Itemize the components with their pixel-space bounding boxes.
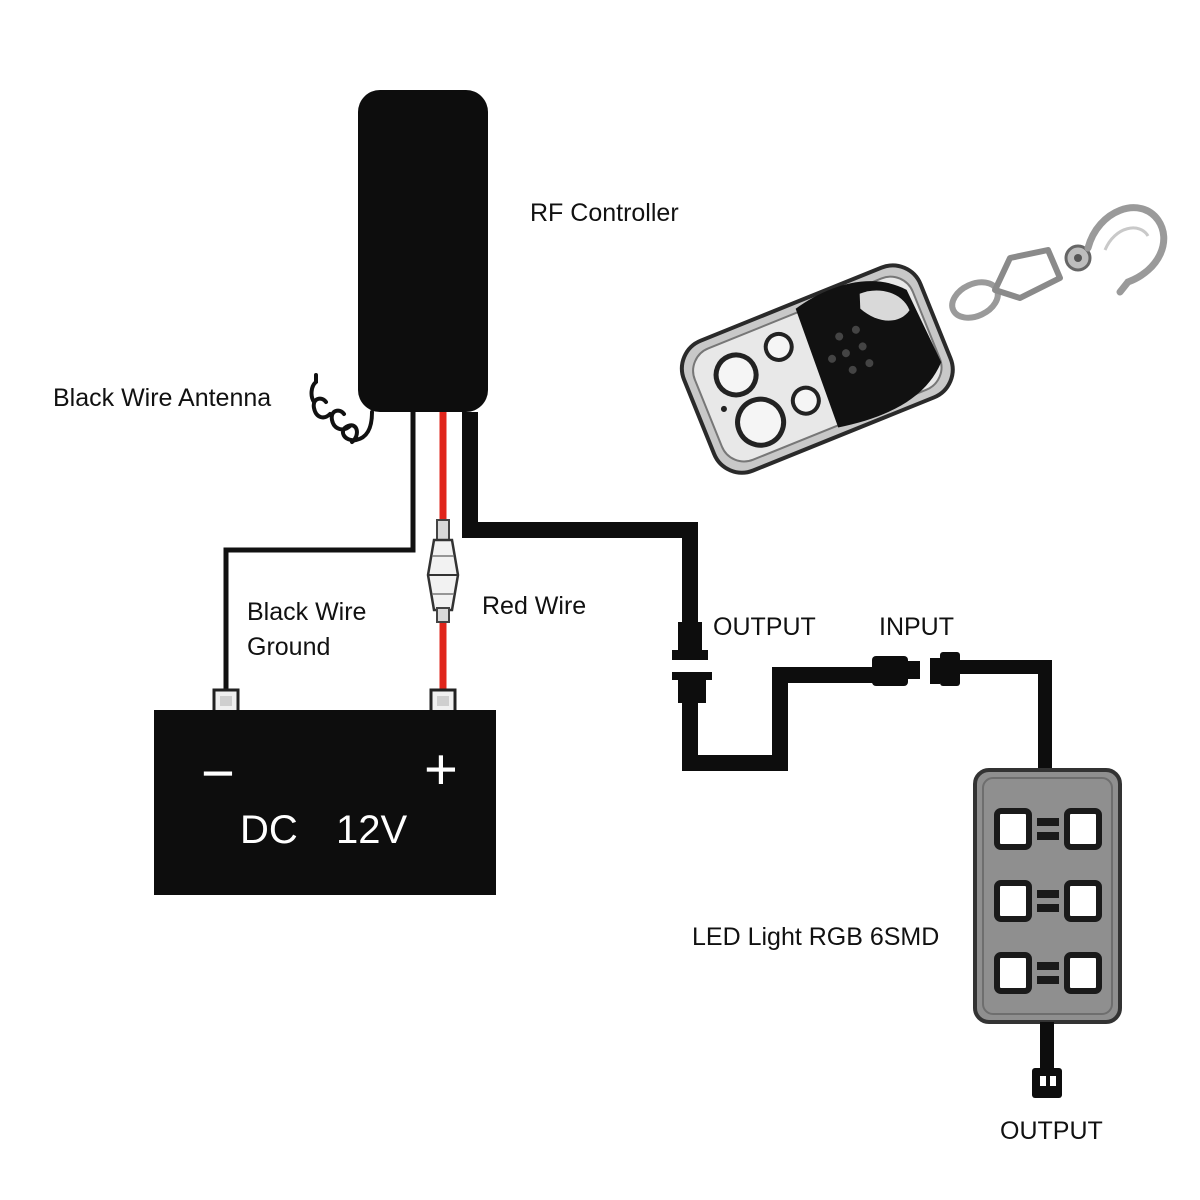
rf-controller-label: RF Controller [530,199,679,227]
ground-wire [223,412,416,695]
output-cable [462,412,698,625]
output-connector-icon [672,622,712,703]
battery-dc-label: DC [240,808,298,852]
rf-controller-box [358,90,488,412]
inline-fuse-icon [426,519,460,623]
led-output-connector-icon [1032,1022,1062,1098]
led-panel-icon [973,768,1122,1024]
ground-label-line2: Ground [247,633,331,661]
ground-label-line1: Black Wire [247,598,367,626]
input-connector-icon [872,652,960,686]
output-label-top: OUTPUT [713,613,816,641]
input-label: INPUT [879,613,954,641]
led-light-label: LED Light RGB 6SMD [692,923,940,951]
battery-voltage-label: 12V [336,808,408,852]
antenna-label: Black Wire Antenna [53,384,272,412]
red-wire-label: Red Wire [482,592,587,620]
battery-icon [154,688,496,895]
key-fob-remote-icon [679,204,1168,475]
led-cable [682,667,875,771]
output-label-bottom: OUTPUT [1000,1117,1103,1145]
battery-plus-sign: + [424,737,458,802]
antenna-coil [309,373,374,444]
led-input-cable [958,660,1052,775]
battery-minus-sign: − [201,741,235,806]
